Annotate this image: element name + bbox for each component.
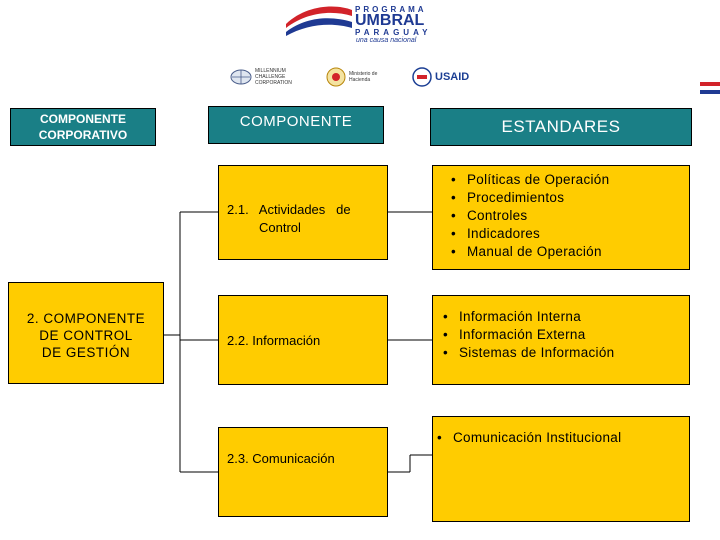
flag-stripes [700, 82, 720, 94]
std-item: Políticas de Operación [449, 171, 689, 189]
mcc-name: MILLENNIUM CHALLENGE CORPORATION [255, 68, 292, 86]
mcc-globe-icon [230, 69, 252, 85]
std-item: Sistemas de Información [441, 344, 689, 362]
informacion-box: 2.2. Información [218, 295, 388, 385]
standards-comunicacion-box: Comunicación Institucional [432, 416, 690, 522]
componente-header: COMPONENTE [208, 106, 384, 144]
hacienda-logo: Ministerio de Hacienda [326, 66, 383, 88]
componente-control-gestion-box: 2. COMPONENTE DE CONTROL DE GESTIÓN [8, 282, 164, 384]
hacienda-seal-icon [326, 67, 346, 87]
componente-corporativo-header: COMPONENTE CORPORATIVO [10, 108, 156, 146]
usaid-logo: USAID [412, 66, 469, 88]
control-line3: DE GESTIÓN [41, 345, 131, 360]
estandares-header: ESTANDARES [430, 108, 692, 146]
comunicacion-label: 2.3. Comunicación [227, 451, 335, 466]
comunicacion-box: 2.3. Comunicación [218, 427, 388, 517]
actividades-control-box: 2.1. Actividades de Control [218, 165, 388, 260]
hacienda-name: Ministerio de Hacienda [349, 71, 378, 83]
std-item: Información Interna [441, 308, 689, 326]
std-item: Procedimientos [449, 189, 689, 207]
logo-tagline: una causa nacional [356, 37, 417, 44]
standards-informacion-box: Información Interna Información Externa … [432, 295, 690, 385]
std-item: Manual de Operación [449, 243, 689, 261]
actividades-line1: 2.1. Actividades de [227, 202, 351, 217]
logo-umbral: UMBRAL [355, 12, 425, 29]
actividades-line2: Control [259, 220, 301, 235]
std-item: Controles [449, 207, 689, 225]
control-line2: DE CONTROL [39, 328, 133, 343]
informacion-label: 2.2. Información [227, 332, 321, 348]
usaid-seal-icon [412, 67, 432, 87]
std-item: Comunicación Institucional [435, 429, 689, 447]
logo-programa: PROGRAMA [355, 5, 427, 14]
umbral-flag-logo [286, 6, 352, 36]
logo-paraguay: PARAGUAY [355, 28, 432, 37]
usaid-name: USAID [435, 71, 470, 83]
mcc-logo: MILLENNIUM CHALLENGE CORPORATION [230, 66, 299, 88]
control-line1: 2. COMPONENTE [26, 311, 146, 326]
std-item: Indicadores [449, 225, 689, 243]
standards-actividades-box: Políticas de Operación Procedimientos Co… [432, 165, 690, 270]
std-item: Información Externa [441, 326, 689, 344]
